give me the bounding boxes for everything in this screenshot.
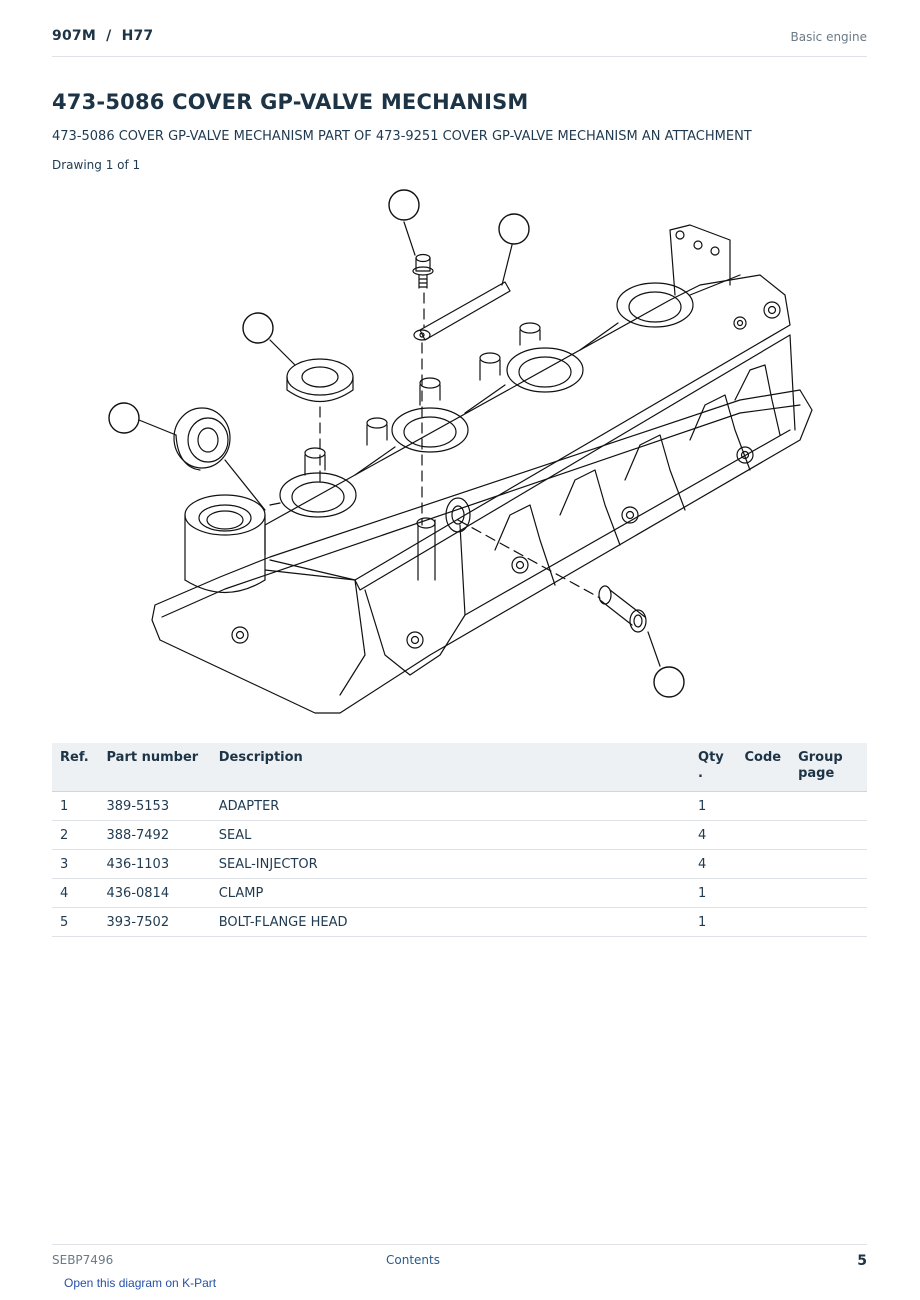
cell-description: ADAPTER <box>210 791 691 821</box>
table-row: 5 393-7502 BOLT-FLANGE HEAD 1 <box>52 907 867 937</box>
page-footer: SEBP7496 Contents 5 <box>52 1244 867 1275</box>
rear-bracket <box>669 224 731 296</box>
cover-body <box>264 274 791 581</box>
cell-code <box>736 907 791 937</box>
section-label: Basic engine <box>790 30 867 44</box>
page-title: 473-5086 COVER GP-VALVE MECHANISM <box>52 90 529 114</box>
top-posts <box>304 322 541 476</box>
assembly-lines <box>319 292 601 599</box>
cell-qty: 4 <box>690 849 737 879</box>
cell-description: BOLT-FLANGE HEAD <box>210 907 691 937</box>
contents-link[interactable]: Contents <box>386 1253 440 1267</box>
bolt-part <box>412 253 434 289</box>
col-group-page-header: Group page <box>790 743 867 792</box>
cell-part-number: 436-0814 <box>98 878 211 908</box>
col-qty-header: Qty . <box>690 743 737 792</box>
cell-ref: 2 <box>52 820 99 850</box>
cell-group-page <box>790 907 867 937</box>
doc-number: SEBP7496 <box>52 1253 114 1267</box>
cell-part-number: 389-5153 <box>98 791 211 821</box>
sleeve-part <box>598 585 647 633</box>
cell-qty: 4 <box>690 820 737 850</box>
callout-clamp <box>498 213 530 245</box>
leader-lines <box>138 221 661 667</box>
cell-part-number: 436-1103 <box>98 849 211 879</box>
cell-code <box>736 878 791 908</box>
callout-bolt <box>388 189 420 221</box>
cell-code <box>736 820 791 850</box>
table-row: 4 436-0814 CLAMP 1 <box>52 878 867 908</box>
seal-part <box>286 358 354 402</box>
table-row: 1 389-5153 ADAPTER 1 <box>52 791 867 821</box>
exploded-diagram <box>108 189 813 714</box>
cell-qty: 1 <box>690 907 737 937</box>
cell-ref: 5 <box>52 907 99 937</box>
cell-group-page <box>790 849 867 879</box>
col-code-header: Code <box>736 743 791 792</box>
cell-code <box>736 791 791 821</box>
cell-group-page <box>790 791 867 821</box>
cover-flange <box>151 389 813 714</box>
drawing-count: Drawing 1 of 1 <box>52 158 141 172</box>
cell-qty: 1 <box>690 791 737 821</box>
clamp-boss <box>445 497 471 533</box>
cell-description: CLAMP <box>210 878 691 908</box>
page-number: 5 <box>857 1253 867 1269</box>
adapter-boss <box>184 494 266 594</box>
cell-description: SEAL-INJECTOR <box>210 849 691 879</box>
cell-qty: 1 <box>690 878 737 908</box>
clamp-part <box>413 281 511 341</box>
cell-part-number: 388-7492 <box>98 820 211 850</box>
cell-description: SEAL <box>210 820 691 850</box>
callout-sleeve <box>653 666 685 698</box>
cell-part-number: 393-7502 <box>98 907 211 937</box>
page-header: 907M / H77 Basic engine <box>52 28 867 57</box>
col-part-number-header: Part number <box>98 743 211 792</box>
cell-ref: 4 <box>52 878 99 908</box>
table-header-row: Ref. Part number Description Qty . Code … <box>52 743 867 792</box>
injector-bores <box>279 282 694 518</box>
parts-table: Ref. Part number Description Qty . Code … <box>52 743 867 937</box>
cell-code <box>736 849 791 879</box>
cell-ref: 3 <box>52 849 99 879</box>
callout-adapter <box>108 402 140 434</box>
callouts <box>108 189 685 698</box>
callout-seal <box>242 312 274 344</box>
kpart-link[interactable]: Open this diagram on K-Part <box>64 1276 217 1290</box>
page-subtitle: 473-5086 COVER GP-VALVE MECHANISM PART O… <box>52 129 752 144</box>
col-ref-header: Ref. <box>52 743 99 792</box>
table-row: 2 388-7492 SEAL 4 <box>52 820 867 850</box>
cell-group-page <box>790 820 867 850</box>
model-label: 907M / H77 <box>52 28 154 44</box>
adapter-part <box>173 407 231 471</box>
table-row: 3 436-1103 SEAL-INJECTOR 4 <box>52 849 867 879</box>
col-description-header: Description <box>210 743 691 792</box>
cell-ref: 1 <box>52 791 99 821</box>
cell-group-page <box>790 878 867 908</box>
flange-bosses <box>231 301 781 649</box>
